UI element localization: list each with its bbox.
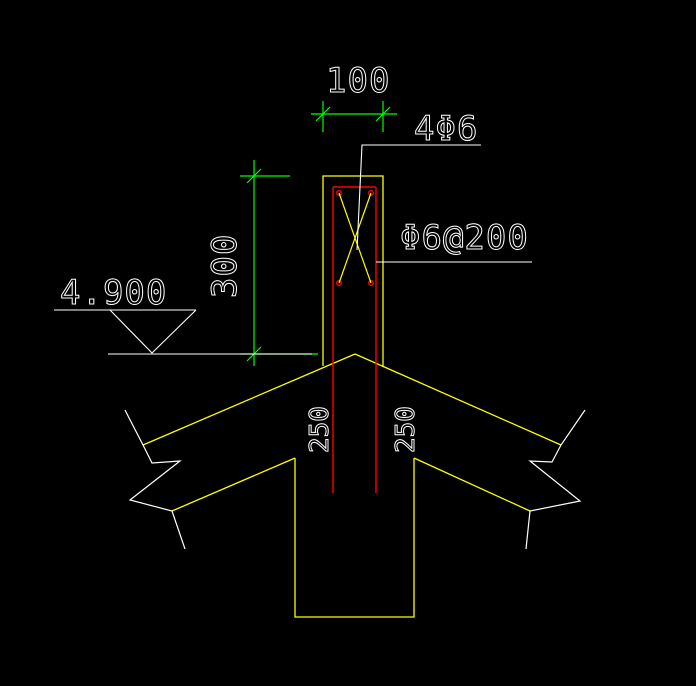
stirrup-spec-label: Φ6@200 — [400, 218, 529, 258]
dimension-lines — [240, 101, 397, 366]
left-thickness-dim-label: 250 — [305, 406, 335, 453]
rebar-leader — [356, 144, 481, 251]
top-width-dim-label: 100 — [326, 61, 390, 101]
elevation-triangle — [109, 309, 197, 354]
elevation-label: 4.900 — [60, 273, 167, 313]
right-roof-bottom-edge — [413, 457, 531, 512]
rebar-dot-top-right — [368, 189, 375, 196]
right-roof-top-edge — [354, 353, 562, 446]
rebar-dot-bottom-right — [368, 280, 375, 287]
support-beam-outline — [294, 458, 415, 618]
upstand-outline — [322, 175, 384, 366]
section-cross — [338, 192, 372, 284]
longitudinal-rebar-label: 4Φ6 — [414, 109, 478, 149]
right-break-line — [525, 409, 586, 550]
break-lines — [124, 409, 586, 550]
rebar-dot-top-left — [336, 189, 343, 196]
concrete-outline — [142, 175, 562, 618]
left-roof-top-edge — [142, 353, 356, 446]
left-roof-bottom-edge — [171, 457, 296, 512]
reinforcement — [332, 186, 377, 493]
right-thickness-dim-label: 250 — [391, 406, 421, 453]
leader-lines — [54, 144, 532, 355]
left-break-line — [124, 409, 186, 550]
height-dim-label: 300 — [205, 234, 245, 298]
rebar-dot-bottom-left — [336, 280, 343, 287]
